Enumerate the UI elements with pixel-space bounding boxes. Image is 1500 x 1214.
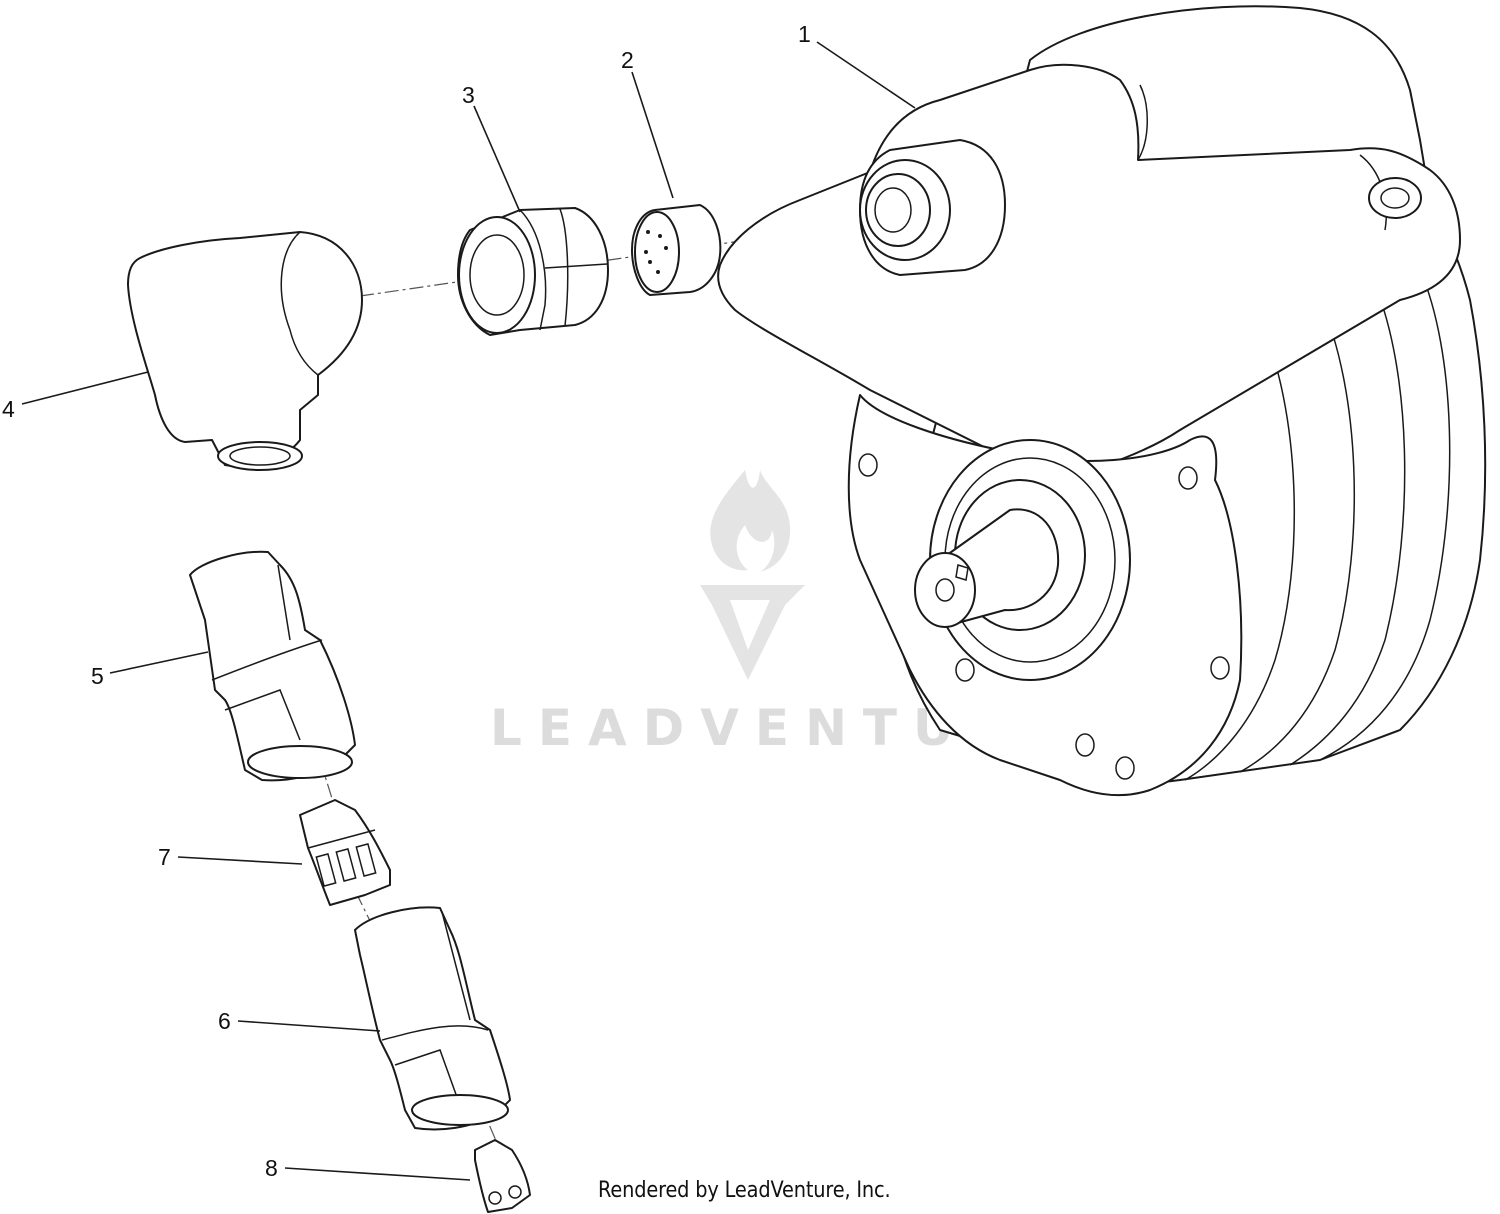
callout-2: 2	[621, 47, 634, 73]
part-5-connector-housing	[189, 550, 356, 782]
flame-logo-icon	[700, 470, 805, 680]
part-3-compression-nut	[457, 207, 609, 336]
render-credit: Rendered by LeadVenture, Inc.	[598, 1178, 891, 1203]
part-7-terminal-lock	[299, 799, 391, 906]
callout-3: 3	[462, 82, 475, 108]
port-fitting-icon	[859, 139, 1006, 276]
cap-screw-icon	[1368, 177, 1422, 219]
callout-4: 4	[2, 396, 15, 422]
callout-8: 8	[265, 1155, 278, 1181]
callout-1: 1	[798, 21, 811, 47]
part-8-terminal-lock	[474, 1139, 531, 1213]
callout-6: 6	[218, 1008, 231, 1034]
mounting-holes	[858, 453, 1230, 780]
part-1-motor-assembly	[717, 5, 1487, 797]
leader-lines	[21, 41, 916, 1181]
part-2-orifice-disc	[631, 204, 722, 296]
part-4-elbow-fitting	[127, 231, 363, 471]
callout-5: 5	[91, 663, 104, 689]
callout-labels: 1 2 3 4 5 6 7 8	[2, 21, 811, 1181]
part-6-connector-housing	[354, 906, 511, 1131]
drive-shaft-icon	[914, 508, 1060, 628]
callout-7: 7	[158, 844, 171, 870]
